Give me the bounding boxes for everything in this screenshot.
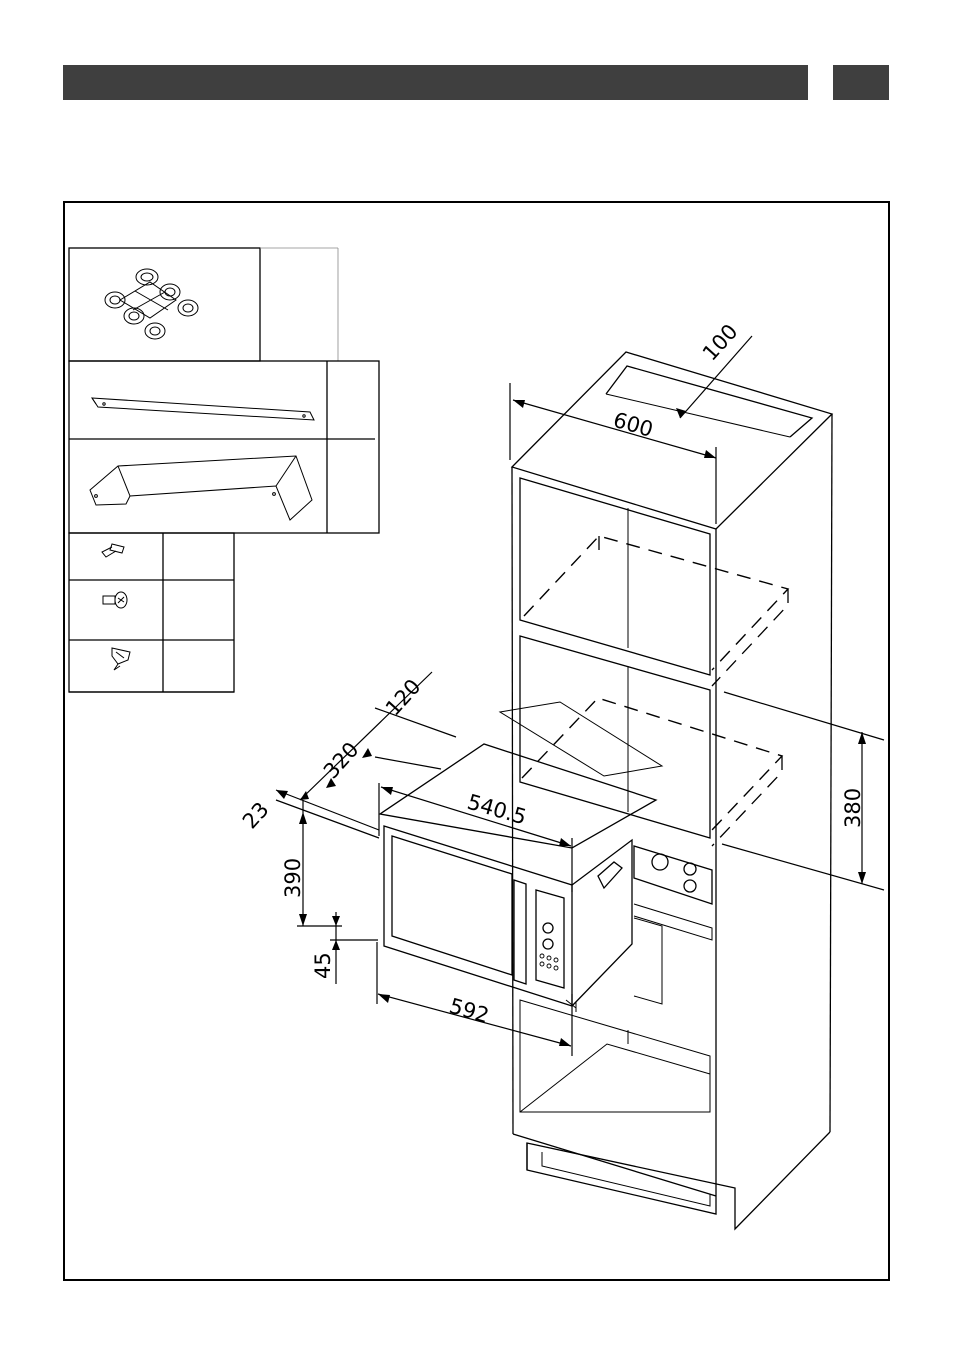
dim-unit-height: 390 — [281, 858, 305, 898]
microwave-keypad[interactable] — [540, 954, 558, 970]
microwave-front — [384, 826, 572, 1006]
mounting-strip-icon — [92, 398, 314, 420]
lower-niche — [520, 1000, 710, 1112]
oven-knob-right-top — [684, 863, 696, 875]
upper-shelf-dashed — [524, 536, 788, 670]
oven-knob-left — [652, 854, 668, 870]
part-cell-strips — [69, 361, 379, 533]
microwave-side — [572, 840, 632, 1006]
oven-knob-right-bottom — [684, 880, 696, 892]
dim-niche-height: 380 — [841, 788, 865, 828]
dimension-arrows — [276, 400, 866, 1046]
side-bracket — [598, 862, 622, 888]
microwave-knob-bottom[interactable] — [543, 939, 553, 949]
microwave-unit — [380, 702, 662, 1012]
dimension-labels: 100 600 120 320 23 540.5 390 45 592 380 — [238, 319, 865, 1027]
dim-front-offset: 23 — [238, 797, 274, 833]
microwave-door-handle[interactable] — [514, 880, 526, 984]
dim-top-depth: 100 — [698, 319, 743, 365]
dimension-lines — [276, 336, 884, 1056]
dim-cabinet-width: 600 — [611, 408, 656, 442]
tall-cabinet — [512, 352, 832, 1229]
dim-base-offset: 45 — [311, 952, 335, 979]
microwave-knob-top[interactable] — [543, 923, 553, 933]
tapered-screw-icon — [112, 648, 130, 670]
dim-bracket-offset: 120 — [381, 674, 426, 720]
middle-shelf-dashed — [522, 698, 782, 830]
upper-niche — [520, 478, 710, 675]
parts-table — [69, 248, 379, 692]
cover-panel-icon — [90, 456, 312, 520]
oven-control-panel — [634, 846, 712, 904]
microwave-top-cover — [380, 744, 656, 848]
part-cell-screws — [69, 533, 234, 692]
part-cell-bracket-plate — [69, 248, 260, 361]
top-mounting-strip — [500, 702, 662, 776]
dim-front-width: 592 — [447, 994, 492, 1028]
wood-screw-icon — [102, 544, 124, 557]
cross-head-screw-icon — [103, 592, 127, 608]
four-hole-bracket-icon — [105, 269, 198, 339]
